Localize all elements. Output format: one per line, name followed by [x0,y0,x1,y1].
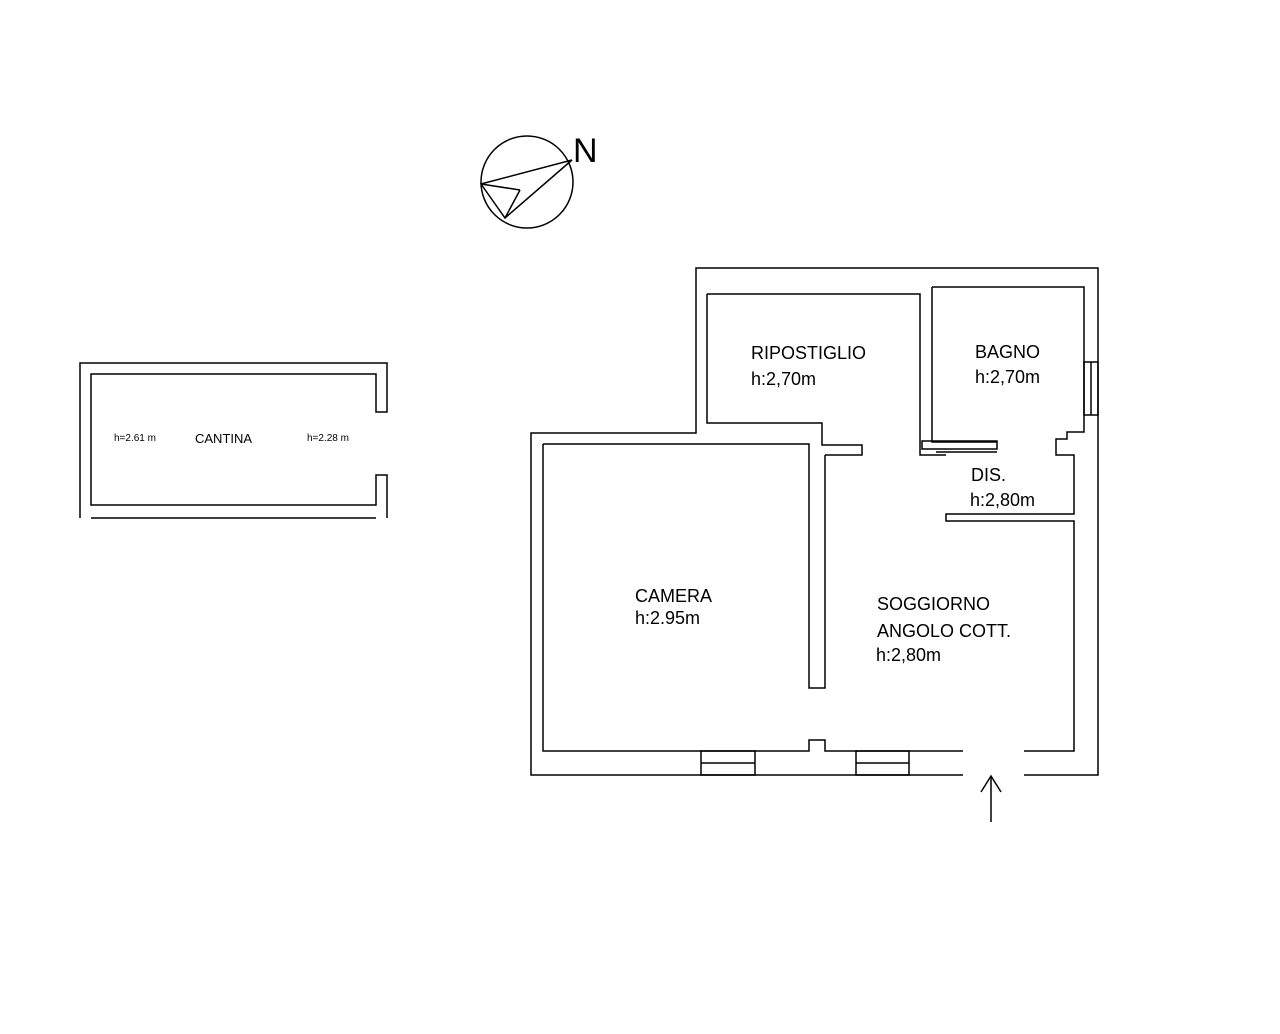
dis-label: DIS. [971,465,1007,485]
bagno-label: BAGNO [975,342,1041,362]
entrance-arrow-icon [980,774,1002,822]
soggiorno-subtitle: ANGOLO COTT. [877,621,1012,641]
cantina-label: CANTINA [195,431,253,446]
north-label: N [573,132,598,170]
compass-needle [479,159,573,220]
cantina-height-right: h=2.28 m [307,433,349,444]
ripostiglio-height: h:2,70m [751,369,817,389]
apartment-inner-walls [542,286,1099,776]
soggiorno-height: h:2,80m [876,645,942,665]
compass-circle [480,135,574,229]
cantina-height-left: h=2.61 m [114,433,156,444]
cantina-walls [79,362,388,519]
compass-icon [479,135,574,229]
ripostiglio-label: RIPOSTIGLIO [751,343,867,363]
soggiorno-label: SOGGIORNO [877,594,991,614]
apartment-outer-wall [530,267,1099,776]
dis-height: h:2,80m [970,490,1036,510]
camera-label: CAMERA [635,586,713,606]
camera-height: h:2.95m [635,608,701,628]
bagno-height: h:2,70m [975,367,1041,387]
